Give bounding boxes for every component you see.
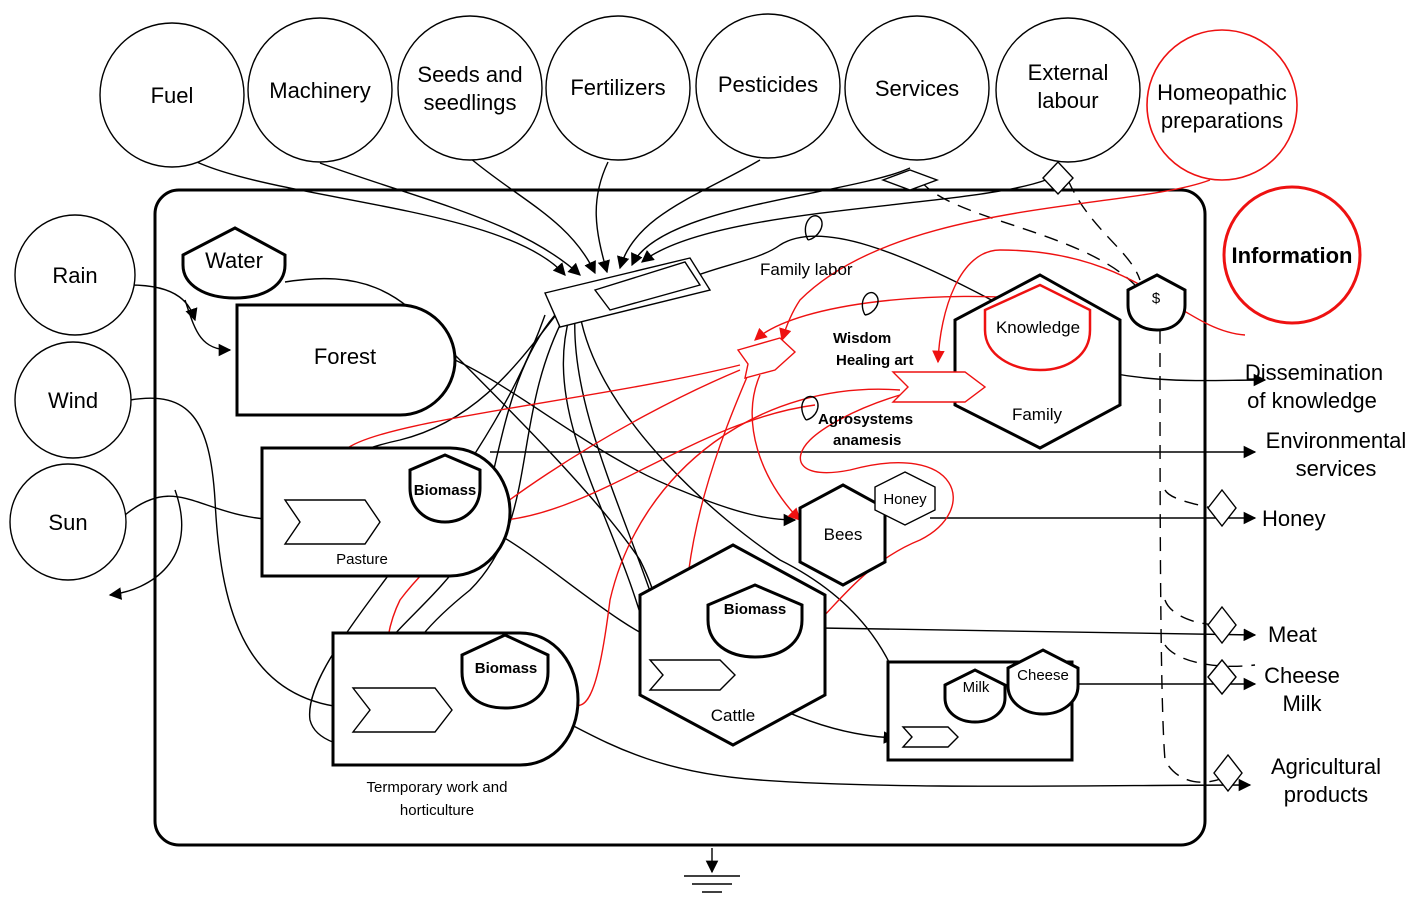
svg-text:Pesticides: Pesticides [718,72,818,97]
output-cheese: Cheese [1264,663,1340,688]
svg-text:Information: Information [1232,243,1353,268]
interaction-wisdom [736,337,797,379]
label-healing-art: Healing art [836,352,914,369]
storage-water: Water [181,226,287,300]
source-external-labour: External labour [995,17,1141,163]
svg-text:Services: Services [875,76,959,101]
output-meat: Meat [1268,622,1317,647]
source-fertilizers: Fertilizers [545,15,691,161]
source-wind: Wind [14,341,132,459]
svg-text:preparations: preparations [1161,108,1283,133]
label-anamesis: anamesis [833,432,901,449]
svg-text:Forest: Forest [314,344,376,369]
svg-text:Biomass: Biomass [724,601,787,618]
source-sun: Sun [9,463,127,581]
svg-text:Seeds and: Seeds and [417,62,522,87]
source-machinery: Machinery [247,17,393,163]
svg-text:Bees: Bees [824,525,863,544]
labor-loop-icon [801,215,879,421]
interaction-purchases [544,257,712,328]
svg-text:Water: Water [205,248,263,273]
svg-text:Fuel: Fuel [151,83,194,108]
label-agrosystems: Agrosystems [818,411,913,428]
svg-text:Biomass: Biomass [414,482,477,499]
svg-text:External: External [1028,60,1109,85]
source-rain: Rain [14,214,136,336]
svg-text:Pasture: Pasture [336,551,388,568]
svg-text:Cattle: Cattle [711,706,755,725]
svg-text:Sun: Sun [48,510,87,535]
output-env-2: services [1296,456,1377,481]
svg-text:$: $ [1152,290,1161,307]
label-family-labor: Family labor [760,260,853,279]
svg-text:seedlings: seedlings [424,90,517,115]
source-seeds: Seeds and seedlings [397,15,543,161]
svg-text:Fertilizers: Fertilizers [570,75,665,100]
svg-text:Milk: Milk [963,679,990,696]
source-pesticides: Pesticides [695,13,841,159]
producer-pasture: Biomass Pasture [260,446,512,578]
output-agri-2: products [1284,782,1368,807]
producer-forest: Forest [235,303,457,417]
output-milk: Milk [1282,691,1322,716]
svg-text:Honey: Honey [883,491,927,508]
svg-text:Cheese: Cheese [1017,667,1069,684]
consumer-bees: Bees Honey [798,471,936,587]
source-information: Information [1222,185,1362,325]
svg-text:Rain: Rain [52,263,97,288]
storage-money: $ [1126,273,1187,332]
svg-text:Knowledge: Knowledge [996,318,1080,337]
source-homeopathic: Homeopathic preparations [1146,29,1298,181]
output-dissemination-1: Dissemination [1245,360,1383,385]
svg-text:horticulture: horticulture [400,802,474,819]
label-wisdom: Wisdom [833,330,891,347]
producer-crops: Biomass Termporary work and horticulture [331,631,580,819]
consumer-cattle: Biomass Cattle [638,543,827,747]
consumer-dairy: Milk Cheese [886,648,1080,762]
svg-text:Wind: Wind [48,388,98,413]
svg-text:labour: labour [1037,88,1098,113]
svg-text:Machinery: Machinery [269,78,370,103]
source-fuel: Fuel [99,22,245,168]
output-honey: Honey [1262,506,1326,531]
output-dissemination-2: of knowledge [1247,388,1377,413]
output-agri-1: Agricultural [1271,754,1381,779]
source-services: Services [844,15,990,161]
svg-text:Termporary work and: Termporary work and [367,779,508,796]
svg-text:Family: Family [1012,405,1063,424]
output-env-1: Environmental [1266,428,1407,453]
consumer-family: Knowledge Family [891,273,1122,450]
svg-text:Homeopathic: Homeopathic [1157,80,1287,105]
svg-text:Biomass: Biomass [475,660,538,677]
money-exchanges [880,160,1243,793]
